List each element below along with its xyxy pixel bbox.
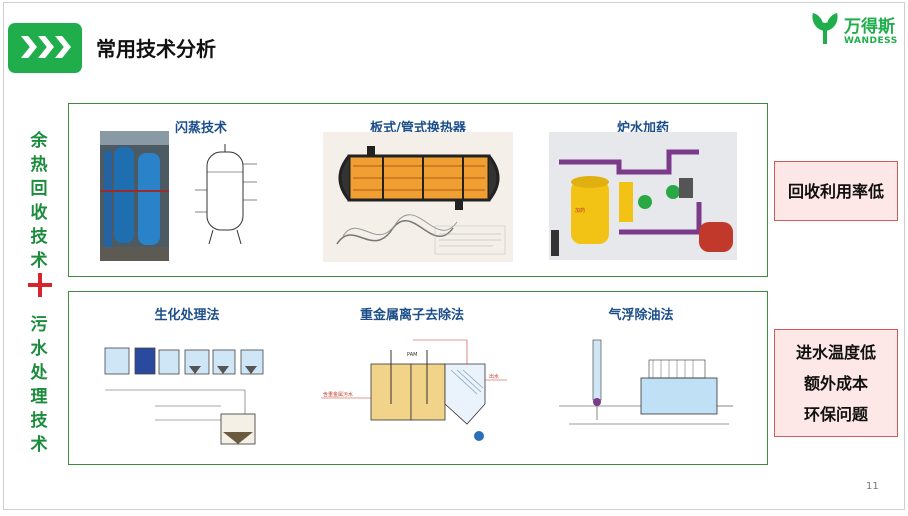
chevron-right-icon (38, 36, 54, 58)
side-char: 回 (30, 179, 48, 199)
side-char: 理 (30, 387, 48, 407)
pam-text: PAM (407, 352, 417, 358)
slide: 常用技术分析 万得斯 WANDESS 余 热 回 收 技 术 污 水 处 理 技… (3, 2, 905, 510)
side-char: 余 (30, 131, 48, 151)
note-text: 回收利用率低 (787, 181, 884, 201)
chevron-right-icon (21, 36, 37, 58)
note-text: 额外成本 (803, 373, 868, 393)
heat-recovery-panel: 闪蒸技术 板式/管式换热器 炉水加药 (68, 103, 768, 277)
plus-icon (28, 273, 52, 297)
leaf-logo-icon (812, 13, 838, 44)
biochemical-label: 生化处理法 (154, 308, 220, 323)
side-char: 收 (30, 203, 48, 223)
logo: 万得斯 WANDESS (810, 11, 900, 49)
heat-exchanger-diagram (323, 132, 513, 262)
side-label-heat-recovery: 余 热 回 收 技 术 (26, 129, 52, 273)
flash-tank-photo (100, 131, 169, 261)
boiler-dosing-diagram: 加药 (549, 132, 737, 260)
side-char: 水 (30, 339, 48, 359)
side-label-wastewater: 污 水 处 理 技 术 (26, 313, 52, 457)
heavy-metal-inlet-text: 含重金属污水 (323, 391, 353, 398)
wastewater-panel: 生化处理法 重金属离子去除法 气浮除油法 (68, 291, 768, 465)
biochemical-diagram (95, 320, 281, 452)
flash-tank-drawing (175, 142, 269, 248)
note-text: 进水温度低 (795, 342, 876, 362)
flash-evaporation-label: 闪蒸技术 (174, 121, 227, 136)
side-char: 技 (30, 411, 48, 431)
chevron-right-icon (55, 36, 71, 58)
side-char: 处 (30, 363, 48, 383)
side-char: 技 (30, 227, 48, 247)
svg-text:加药: 加药 (575, 207, 585, 214)
side-char: 术 (30, 435, 48, 455)
heavy-metal-label: 重金属离子去除法 (359, 308, 464, 323)
side-char: 污 (30, 315, 48, 335)
logo-name-cn: 万得斯 (844, 17, 895, 37)
note-text: 环保问题 (803, 404, 868, 424)
heavy-metal-diagram: 含重金属污水 出水 PAM (321, 320, 507, 448)
page-title: 常用技术分析 (96, 37, 216, 61)
air-flotation-diagram (549, 320, 735, 452)
outlet-text: 出水 (489, 373, 499, 380)
page-number: 11 (866, 481, 879, 492)
air-flotation-label: 气浮除油法 (608, 308, 674, 323)
note-low-recovery: 回收利用率低 (774, 161, 898, 221)
logo-name-en: WANDESS (844, 36, 898, 46)
chevron-badge (8, 23, 82, 73)
note-wastewater-issues: 进水温度低 额外成本 环保问题 (774, 329, 898, 437)
side-char: 热 (30, 155, 48, 175)
side-char: 术 (30, 251, 48, 271)
